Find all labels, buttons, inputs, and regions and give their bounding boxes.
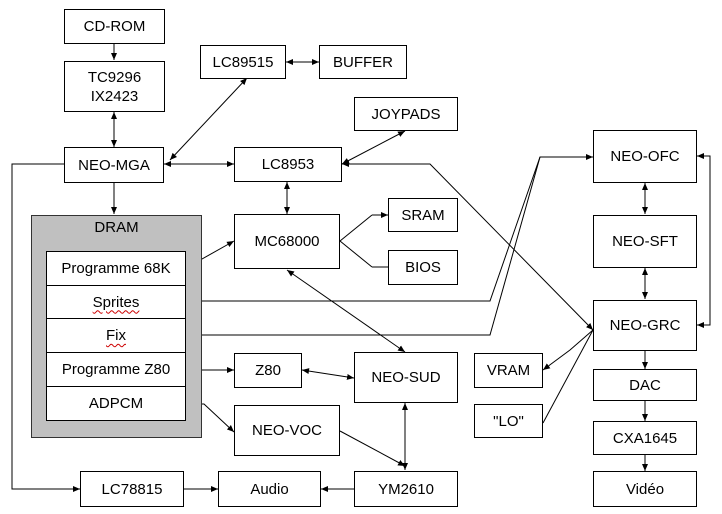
block-vram: VRAM [474,353,543,388]
block-neo-voc: NEO-VOC [234,405,340,456]
block-lc89515: LC89515 [200,45,286,79]
block-cxa1645: CXA1645 [593,421,697,455]
wire-mc68000-sram [339,214,373,242]
block-neo-mga: NEO-MGA [64,147,164,183]
block-video: Vidéo [593,471,697,507]
block-mc68000: MC68000 [234,214,340,269]
wire-ofc-grc-right [697,153,711,328]
block-lo: "LO" [474,404,543,438]
block-audio: Audio [218,471,321,507]
block-neo-ofc: NEO-OFC [593,130,697,183]
block-z80: Z80 [234,353,302,388]
block-lc8953: LC8953 [234,147,342,182]
block-ym2610: YM2610 [354,471,458,507]
dram-sprites: Sprites [46,285,186,319]
dram-fix-label: Fix [106,327,126,344]
dram-fix: Fix [46,318,186,353]
wire-neovoc-ym2610 [339,430,406,467]
dram-adpcm: ADPCM [46,386,186,421]
block-cdrom: CD-ROM [64,9,165,44]
block-bios: BIOS [388,250,458,285]
block-neo-sud: NEO-SUD [354,352,458,403]
block-sram: SRAM [388,198,458,232]
dram-programme-68k: Programme 68K [46,251,186,286]
wire-grc-vram [542,329,594,371]
block-neo-sft: NEO-SFT [593,215,697,268]
wire-z80-neosud [301,368,355,380]
wire-neomga-lc78815 [11,163,80,492]
wire-mc68000-bios [339,240,373,268]
wire-lc8953-joypads [341,130,406,165]
dram-title: DRAM [94,219,139,236]
wire-lc8953-neogrc [342,161,594,331]
block-dac: DAC [593,369,697,401]
block-neo-grc: NEO-GRC [593,300,697,351]
block-joypads: JOYPADS [354,97,458,131]
wire-grc-lo [542,329,594,424]
block-buffer: BUFFER [319,45,407,79]
dram-sprites-label: Sprites [92,293,140,311]
wire-neomga-lc89515 [169,77,248,161]
block-tc9296: TC9296 IX2423 [64,61,165,112]
dram-programme-z80: Programme Z80 [46,352,186,387]
block-lc78815: LC78815 [80,471,184,507]
